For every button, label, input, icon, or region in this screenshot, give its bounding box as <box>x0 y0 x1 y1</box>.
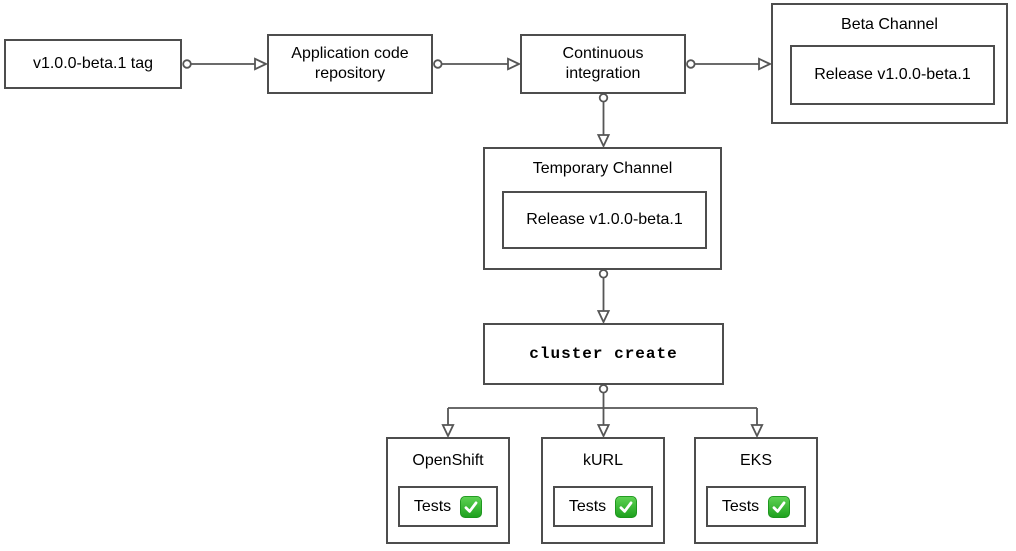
arrowhead-icon <box>750 424 764 439</box>
temporary-channel-release-label: Release v1.0.0-beta.1 <box>526 211 683 228</box>
node-cluster-openshift: OpenShift Tests <box>386 437 510 544</box>
node-application-code-repository: Application code repository <box>267 34 433 94</box>
node-continuous-integration: Continuous integration <box>520 34 686 94</box>
cluster-openshift-tests-box: Tests <box>398 486 498 527</box>
tests-label: Tests <box>413 497 452 515</box>
cluster-kurl-title: kURL <box>582 452 623 469</box>
arrowhead-icon <box>507 57 522 71</box>
arrowhead-icon <box>596 424 611 439</box>
beta-channel-release-box: Release v1.0.0-beta.1 <box>790 45 995 105</box>
node-cluster-eks: EKS Tests <box>694 437 818 544</box>
connector-source-dot <box>598 384 609 394</box>
arrowhead-icon <box>596 134 611 149</box>
check-icon <box>460 495 483 518</box>
cluster-eks-title: EKS <box>739 452 772 469</box>
temporary-channel-release-box: Release v1.0.0-beta.1 <box>502 191 707 249</box>
beta-channel-release-label: Release v1.0.0-beta.1 <box>814 66 971 83</box>
node-temporary-channel: Temporary Channel Release v1.0.0-beta.1 <box>483 147 722 270</box>
node-application-code-repository-label: Application code repository <box>291 45 409 82</box>
check-icon <box>768 495 791 518</box>
connector-source-dot <box>433 59 443 69</box>
node-version-tag: v1.0.0-beta.1 tag <box>4 39 182 89</box>
connector-source-dot <box>686 59 696 69</box>
cluster-openshift-title: OpenShift <box>412 452 484 469</box>
beta-channel-title: Beta Channel <box>841 16 938 33</box>
arrowhead-icon <box>441 424 455 439</box>
node-continuous-integration-label: Continuous integration <box>562 45 644 82</box>
tests-label: Tests <box>721 497 760 515</box>
arrowhead-icon <box>596 310 611 325</box>
arrowhead-icon <box>254 57 269 71</box>
cluster-kurl-tests-box: Tests <box>553 486 653 527</box>
node-cluster-create: cluster create <box>483 323 724 385</box>
connector-source-dot <box>598 93 609 103</box>
tests-label: Tests <box>568 497 607 515</box>
arrowhead-icon <box>758 57 773 71</box>
connector-source-dot <box>598 269 609 279</box>
connector-source-dot <box>182 59 192 69</box>
node-cluster-kurl: kURL Tests <box>541 437 665 544</box>
node-version-tag-label: v1.0.0-beta.1 tag <box>32 55 154 72</box>
node-beta-channel: Beta Channel Release v1.0.0-beta.1 <box>771 3 1008 124</box>
cluster-eks-tests-box: Tests <box>706 486 806 527</box>
temporary-channel-title: Temporary Channel <box>532 160 673 177</box>
node-cluster-create-label: cluster create <box>529 345 678 363</box>
check-icon <box>615 495 638 518</box>
